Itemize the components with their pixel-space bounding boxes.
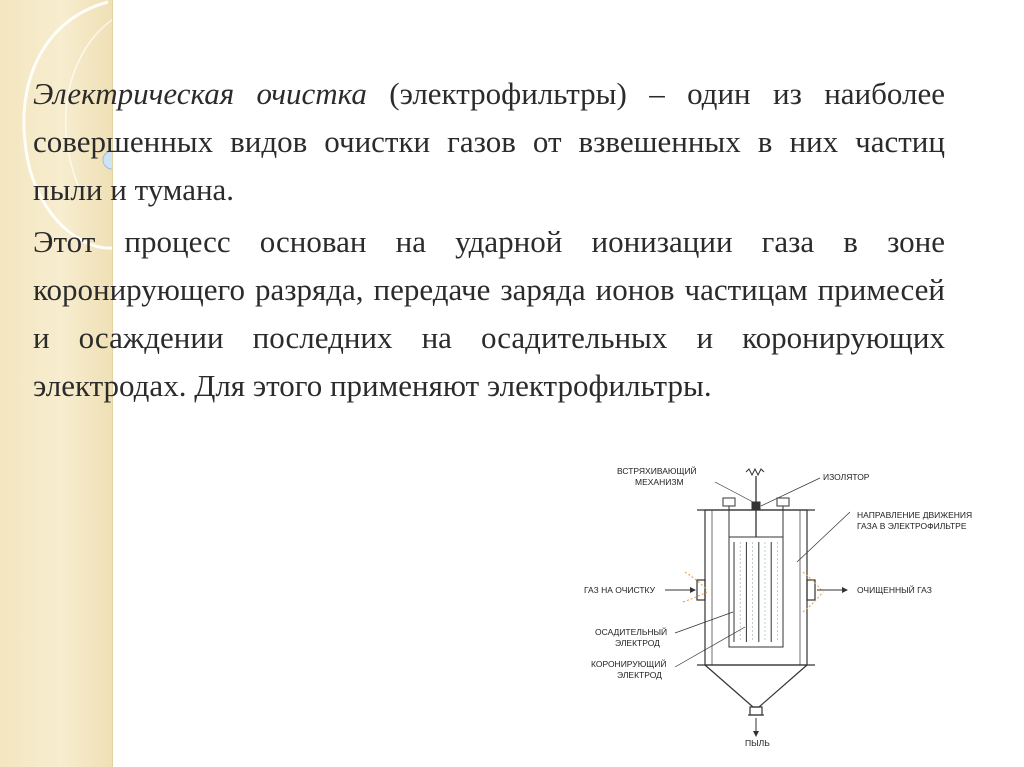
electrode-assembly: [728, 536, 784, 648]
label-shaker-2: МЕХАНИЗМ: [635, 477, 684, 487]
paragraph-2: Этот процесс основан на ударной ионизаци…: [33, 224, 945, 403]
decorative-left-band: [0, 0, 113, 767]
label-gas-in: ГАЗ НА ОЧИСТКУ: [584, 585, 656, 595]
label-collecting-1: ОСАДИТЕЛЬНЫЙ: [595, 626, 667, 637]
label-corona-2: ЭЛЕКТРОД: [617, 670, 662, 680]
label-gas-out: ОЧИЩЕННЫЙ ГАЗ: [857, 584, 932, 595]
electrostatic-precipitator-diagram: ВСТРЯХИВАЮЩИЙ МЕХАНИЗМ ИЗОЛЯТОР НАПРАВЛЕ…: [584, 465, 972, 748]
callout-lines: [674, 477, 851, 668]
label-dust: ПЫЛЬ: [745, 738, 770, 748]
label-collecting-2: ЭЛЕКТРОД: [615, 638, 660, 648]
label-corona-1: КОРОНИРУЮЩИЙ: [591, 658, 666, 669]
shaking-mechanism: [722, 467, 790, 537]
decorative-swirl: [22, 0, 112, 250]
paragraph-1: Электрическая очистка (электрофильтры) –…: [33, 70, 945, 214]
paragraph-1-lead: Электрическая очистка: [33, 76, 367, 111]
label-flow-2: ГАЗА В ЭЛЕКТРОФИЛЬТРЕ: [857, 521, 967, 531]
slide-text: Электрическая очистка (электрофильтры) –…: [33, 70, 945, 410]
label-insulator: ИЗОЛЯТОР: [823, 472, 870, 482]
paragraph-1-rest: (электрофильтры) – один из наиболее сове…: [33, 76, 945, 207]
label-flow-1: НАПРАВЛЕНИЕ ДВИЖЕНИЯ: [857, 510, 972, 520]
label-shaker-1: ВСТРЯХИВАЮЩИЙ: [617, 465, 697, 476]
